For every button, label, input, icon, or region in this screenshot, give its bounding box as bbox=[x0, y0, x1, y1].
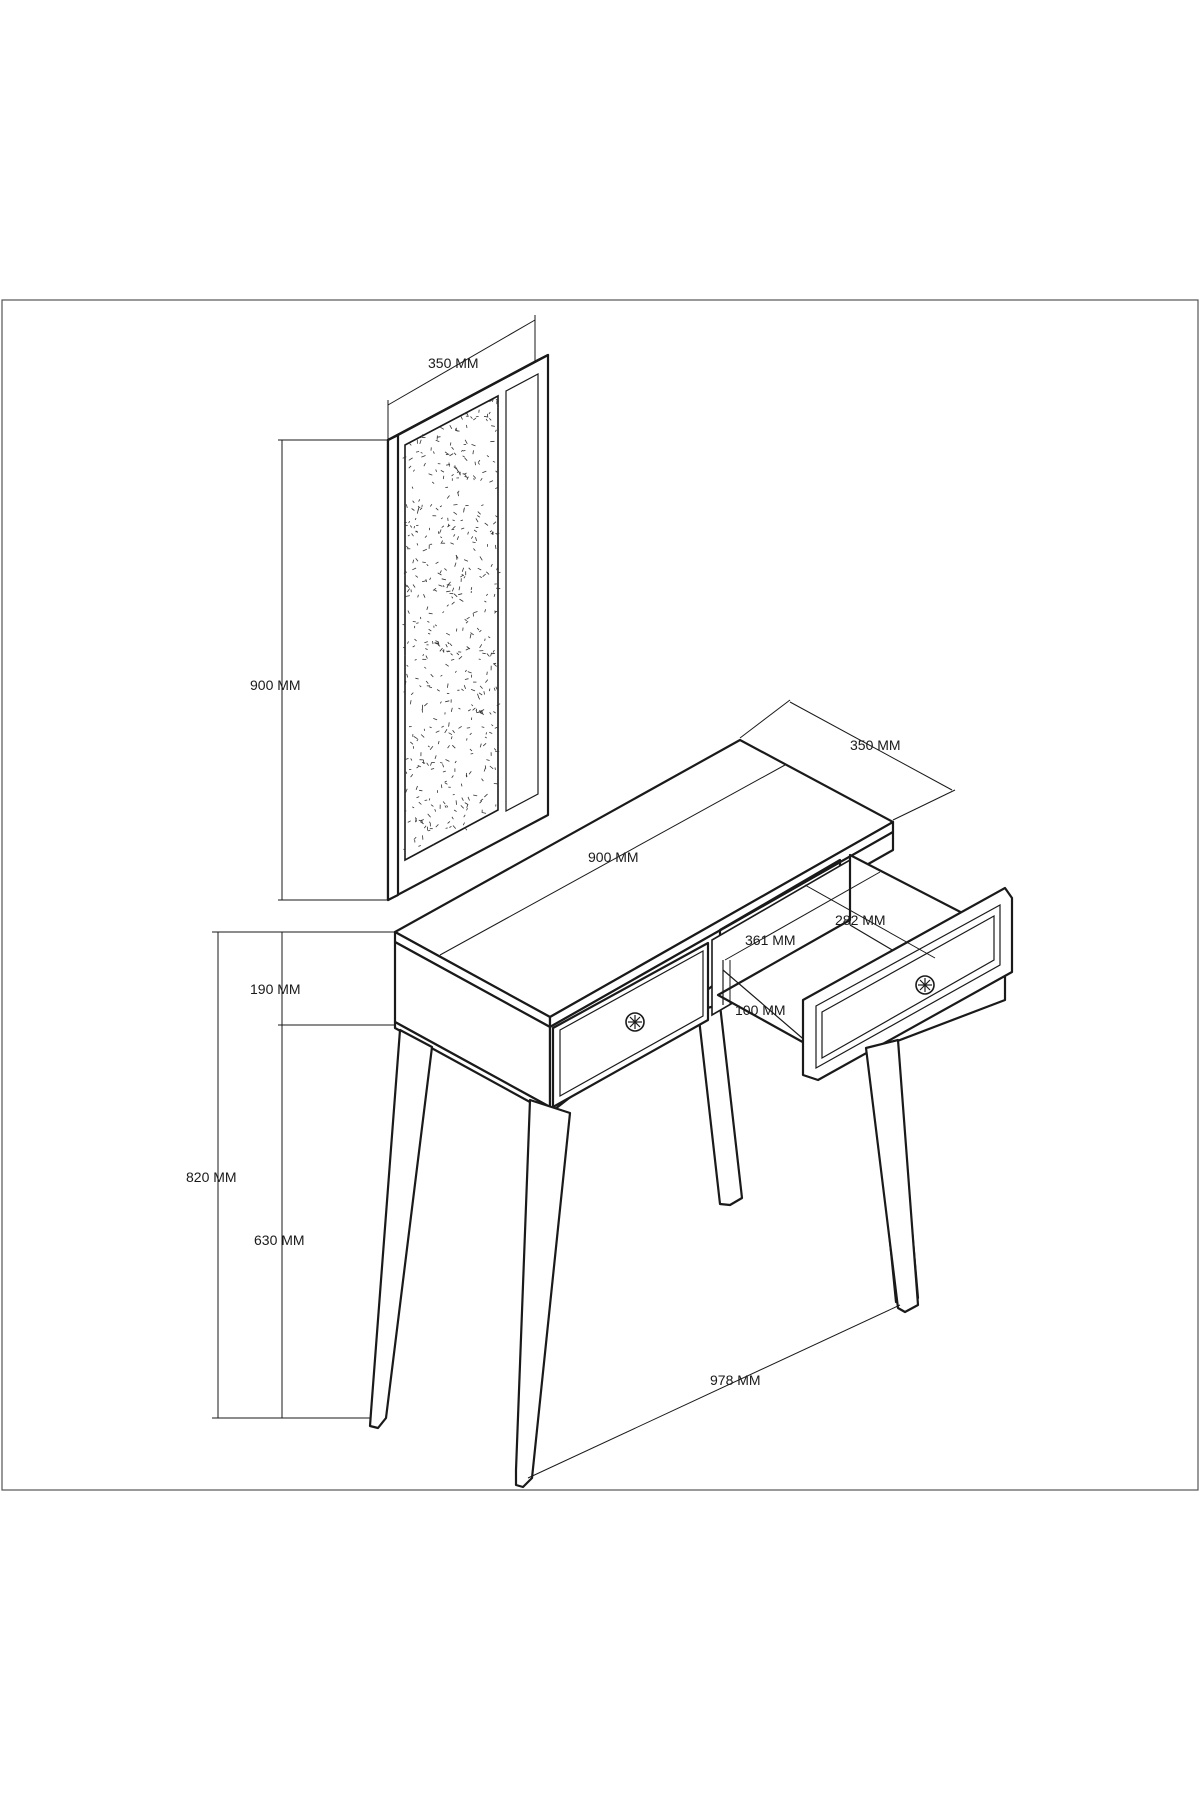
mirror-height-dimension: 900 MM bbox=[250, 439, 388, 901]
total-height-label: 820 MM bbox=[186, 1169, 237, 1185]
mirror-width-dimension: 350 MM bbox=[387, 315, 536, 440]
apron-height-label: 190 MM bbox=[250, 981, 301, 997]
back-left-leg bbox=[696, 1003, 744, 1207]
table-depth-label: 350 MM bbox=[850, 737, 901, 753]
right-drawer-knob bbox=[915, 975, 935, 995]
total-height-dimension: 820 MM bbox=[186, 931, 370, 1419]
drawer-depth-label: 282 MM bbox=[835, 912, 886, 928]
mirror-texture bbox=[402, 398, 501, 852]
table-depth-dimension: 350 MM bbox=[739, 699, 956, 821]
front-center-leg bbox=[514, 1098, 572, 1489]
drawer-width-label: 361 MM bbox=[745, 932, 796, 948]
left-drawer-knob bbox=[625, 1012, 645, 1032]
mirror bbox=[386, 353, 550, 902]
right-drawer-front bbox=[801, 886, 1014, 1082]
dressing-table bbox=[368, 738, 1014, 1489]
leg-span-dimension: 978 MM bbox=[527, 1304, 901, 1479]
drawer-width-dimension: 361 MM bbox=[724, 871, 881, 961]
mirror-width-label: 350 MM bbox=[428, 355, 479, 371]
drawer-depth-dimension: 282 MM bbox=[804, 884, 936, 959]
table-width-dimension: 900 MM bbox=[439, 764, 786, 956]
leg-height-dimension: 630 MM bbox=[254, 1025, 305, 1418]
front-right-leg bbox=[864, 1038, 920, 1314]
table-width-label: 900 MM bbox=[588, 849, 639, 865]
drawer-height-label: 100 MM bbox=[735, 1002, 786, 1018]
border-frame bbox=[1, 299, 1199, 1491]
leg-span-label: 978 MM bbox=[710, 1372, 761, 1388]
mirror-height-label: 900 MM bbox=[250, 677, 301, 693]
apron-height-dimension: 190 MM bbox=[250, 931, 395, 1026]
leg-height-label: 630 MM bbox=[254, 1232, 305, 1248]
drawer-height-dimension: 100 MM bbox=[729, 960, 786, 1018]
front-left-leg bbox=[368, 1028, 434, 1430]
